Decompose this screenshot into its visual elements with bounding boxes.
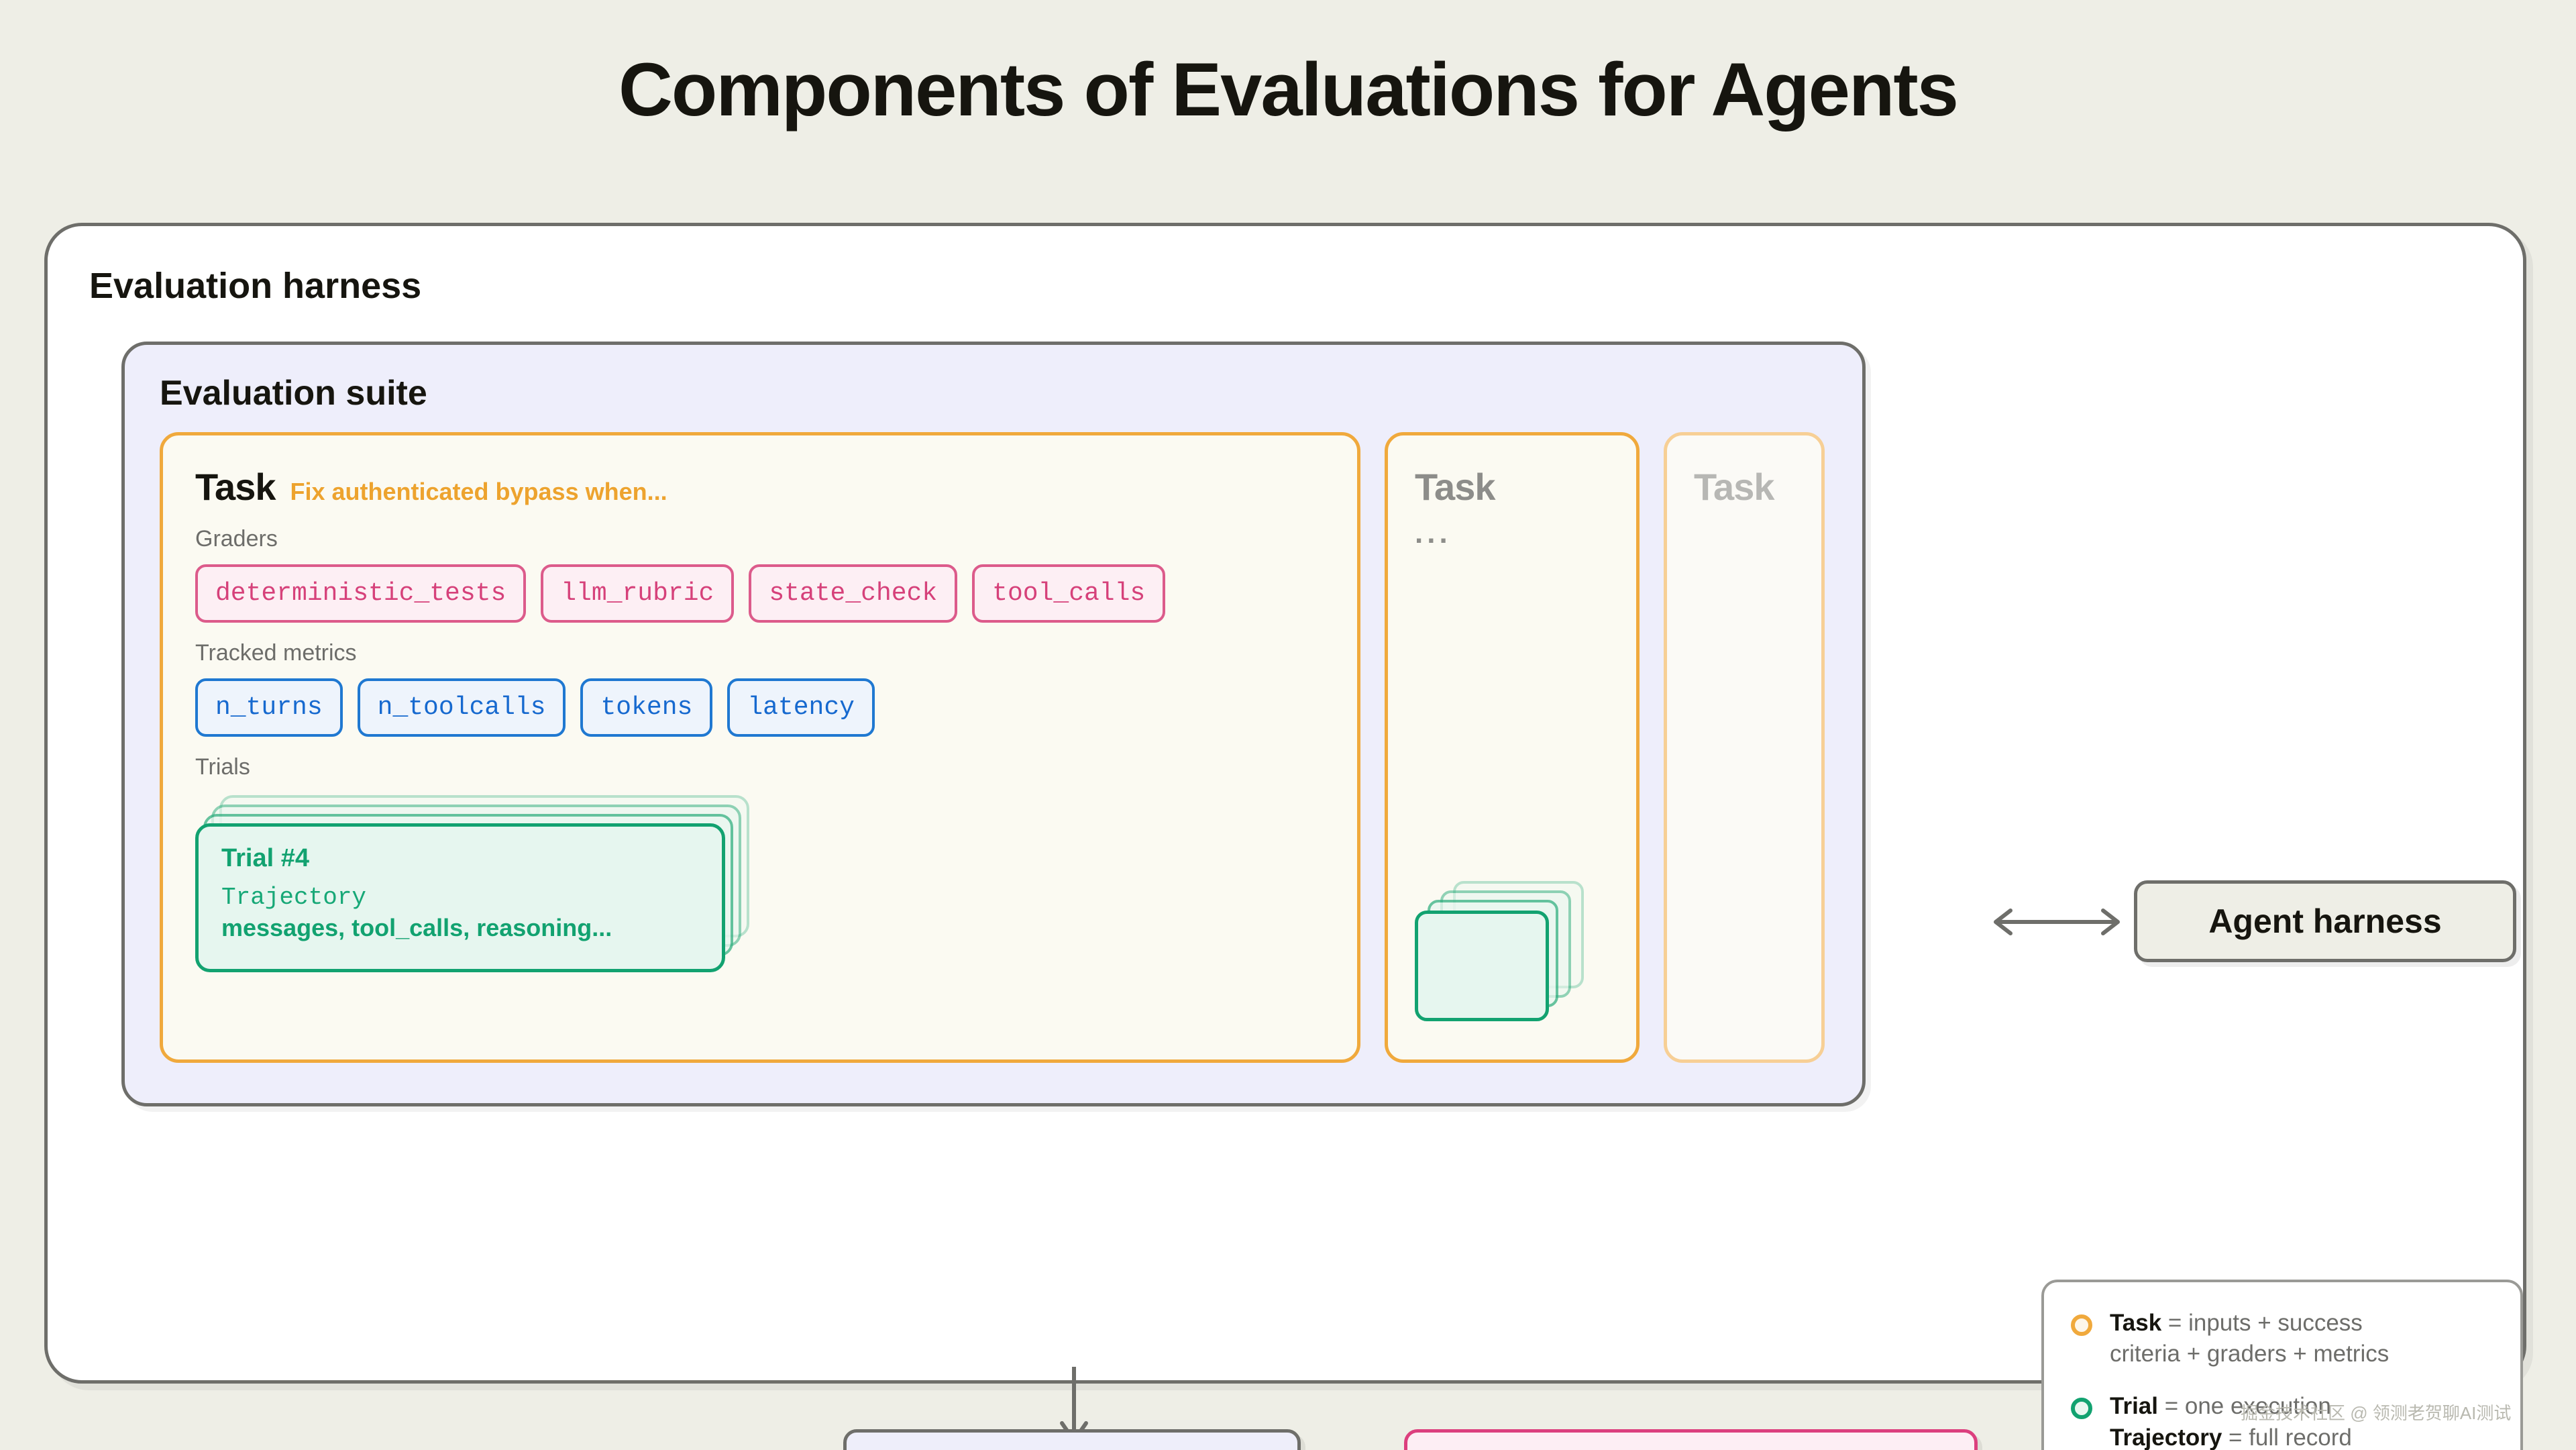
grader-evaluate-box[interactable]: Grader evaluate Trajectory + outcome → s…: [1404, 1429, 1978, 1450]
trajectory-label: Trajectory: [221, 884, 367, 911]
trial-stack-secondary: [1415, 881, 1603, 1029]
metrics-section-label: Tracked metrics: [195, 640, 357, 666]
agent-harness-bidirectional-arrow-icon: [1994, 909, 2120, 935]
trial-card-secondary[interactable]: [1415, 911, 1549, 1021]
evaluation-harness-label: Evaluation harness: [89, 266, 422, 306]
page-title: Components of Evaluations for Agents: [619, 48, 1959, 132]
task-title: Task: [195, 466, 276, 508]
trial-card[interactable]: Trial #4 Trajectory messages, tool_calls…: [195, 823, 725, 972]
task-card-primary[interactable]: Task Fix authenticated bypass when... Gr…: [160, 432, 1360, 1063]
agent-harness-label: Agent harness: [2208, 902, 2442, 940]
trial-circle-icon: [2071, 1398, 2092, 1420]
metric-chip-tokens[interactable]: tokens: [580, 678, 713, 737]
legend-item-task: Task = inputs + success criteria + grader…: [2071, 1308, 2493, 1369]
legend-item-task-text: Task = inputs + success criteria + grader…: [2110, 1308, 2389, 1369]
grader-chip-deterministic-tests[interactable]: deterministic_tests: [195, 564, 527, 623]
metrics-chip-row: n_turns n_toolcalls tokens latency: [195, 678, 1325, 737]
task-title-ghost: Task: [1694, 466, 1774, 508]
legend-task-line2: criteria + graders + metrics: [2110, 1341, 2390, 1367]
legend-trajectory-term: Trajectory: [2110, 1424, 2222, 1450]
legend-task-term: Task: [2110, 1310, 2162, 1336]
task-card-header: Task Fix authenticated bypass when...: [195, 465, 1325, 509]
graders-chip-row: deterministic_tests llm_rubric state_che…: [195, 564, 1325, 623]
legend-trial-rest: = one execution: [2157, 1393, 2331, 1420]
trial-stack: Trial #4 Trajectory messages, tool_calls…: [195, 795, 759, 976]
graders-section-label: Graders: [195, 526, 278, 552]
metric-chip-n-turns[interactable]: n_turns: [195, 678, 343, 737]
agent-harness-box[interactable]: Agent harness: [2134, 880, 2516, 962]
evaluation-harness-frame: Evaluation harness Evaluation suite Task…: [44, 223, 2526, 1450]
task-title-secondary: Task: [1415, 466, 1495, 508]
evaluation-suite-container: Evaluation suite Task Fix authenticated …: [121, 342, 1866, 1106]
watermark: 掘金技术社区 @ 领测老贺聊AI测试: [2241, 1403, 2512, 1423]
task-description: Fix authenticated bypass when...: [290, 478, 667, 505]
task-card-row: Task Fix authenticated bypass when... Gr…: [160, 432, 1825, 1063]
grader-chip-tool-calls[interactable]: tool_calls: [972, 564, 1166, 623]
legend-task-rest: = inputs + success: [2161, 1310, 2363, 1336]
evaluation-suite-label: Evaluation suite: [160, 374, 427, 413]
outcome-box[interactable]: Outcome Final environment state: [843, 1429, 1301, 1450]
trajectory-fields: messages, tool_calls, reasoning...: [221, 914, 612, 941]
task-circle-icon: [2071, 1314, 2092, 1336]
task-ellipsis-secondary: ...: [1415, 517, 1452, 550]
metric-chip-n-toolcalls[interactable]: n_toolcalls: [357, 678, 566, 737]
grader-chip-state-check[interactable]: state_check: [749, 564, 958, 623]
legend-trajectory-rest: = full record: [2222, 1424, 2352, 1450]
trial-id-label: Trial #4: [221, 844, 309, 872]
task-card-secondary[interactable]: Task ...: [1385, 432, 1640, 1063]
trials-section-label: Trials: [195, 754, 250, 780]
legend-trial-term: Trial: [2110, 1393, 2158, 1420]
grader-chip-llm-rubric[interactable]: llm_rubric: [541, 564, 735, 623]
metric-chip-latency[interactable]: latency: [727, 678, 875, 737]
task-card-ghost[interactable]: Task: [1664, 432, 1825, 1063]
legend-box: Task = inputs + success criteria + grader…: [2041, 1280, 2523, 1450]
